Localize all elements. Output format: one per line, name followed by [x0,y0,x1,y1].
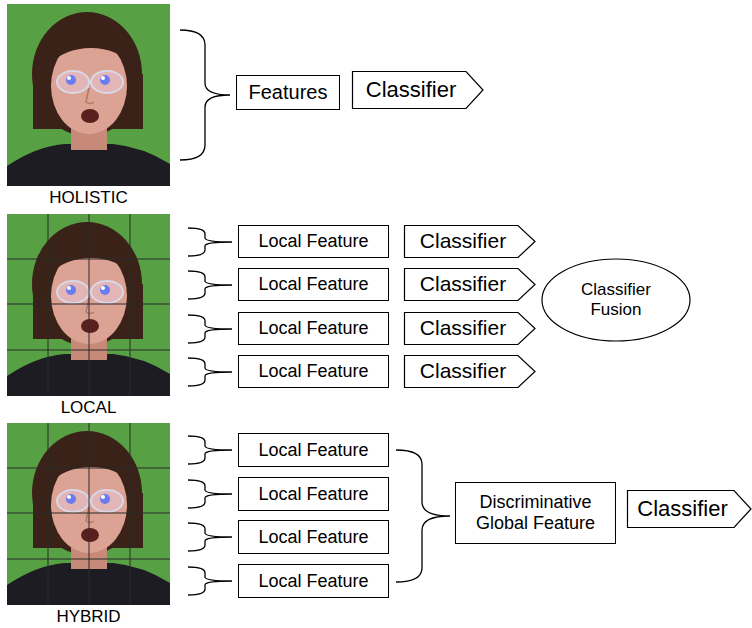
feature-box: Features [236,75,340,110]
node-text: Classifier [637,496,727,521]
global-feature-box: Discriminative Global Feature [455,482,616,544]
node-text: Local Feature [258,484,368,505]
local-feature-box: Local Feature [238,520,389,554]
node-text: Classifier [420,359,506,383]
node-text: Features [249,81,328,104]
approach-label: HOLISTIC [7,188,170,208]
node-text: Local Feature [258,361,368,382]
approach-label: HYBRID [7,607,170,627]
node-text: Local Feature [258,274,368,295]
node-text: Classifier [420,316,506,340]
node-text: Classifier Fusion [566,280,666,319]
node-text: Local Feature [258,318,368,339]
local-feature-box: Local Feature [238,477,389,511]
local-feature-box: Local Feature [238,268,389,301]
node-text: Classifier [420,229,506,253]
node-text: Local Feature [258,571,368,592]
local-feature-box: Local Feature [238,564,389,598]
approach-label: LOCAL [7,398,170,418]
classifier-arrow: Classifier [404,355,536,388]
node-text: Classifier [420,272,506,296]
classifier-arrow: Classifier [404,268,536,301]
classifier-arrow: Classifier [352,71,484,109]
node-text: Local Feature [258,231,368,252]
local-feature-box: Local Feature [238,225,389,258]
local-feature-box: Local Feature [238,433,389,467]
node-text: Discriminative Global Feature [463,492,608,533]
fusion-ellipse: Classifier Fusion [541,258,691,342]
classifier-arrow: Classifier [404,312,536,345]
classifier-arrow: Classifier [404,225,536,258]
local-feature-box: Local Feature [238,355,389,388]
classifier-arrow: Classifier [627,490,752,528]
node-text: Classifier [366,77,456,102]
node-text: Local Feature [258,440,368,461]
local-feature-box: Local Feature [238,312,389,345]
node-text: Local Feature [258,527,368,548]
